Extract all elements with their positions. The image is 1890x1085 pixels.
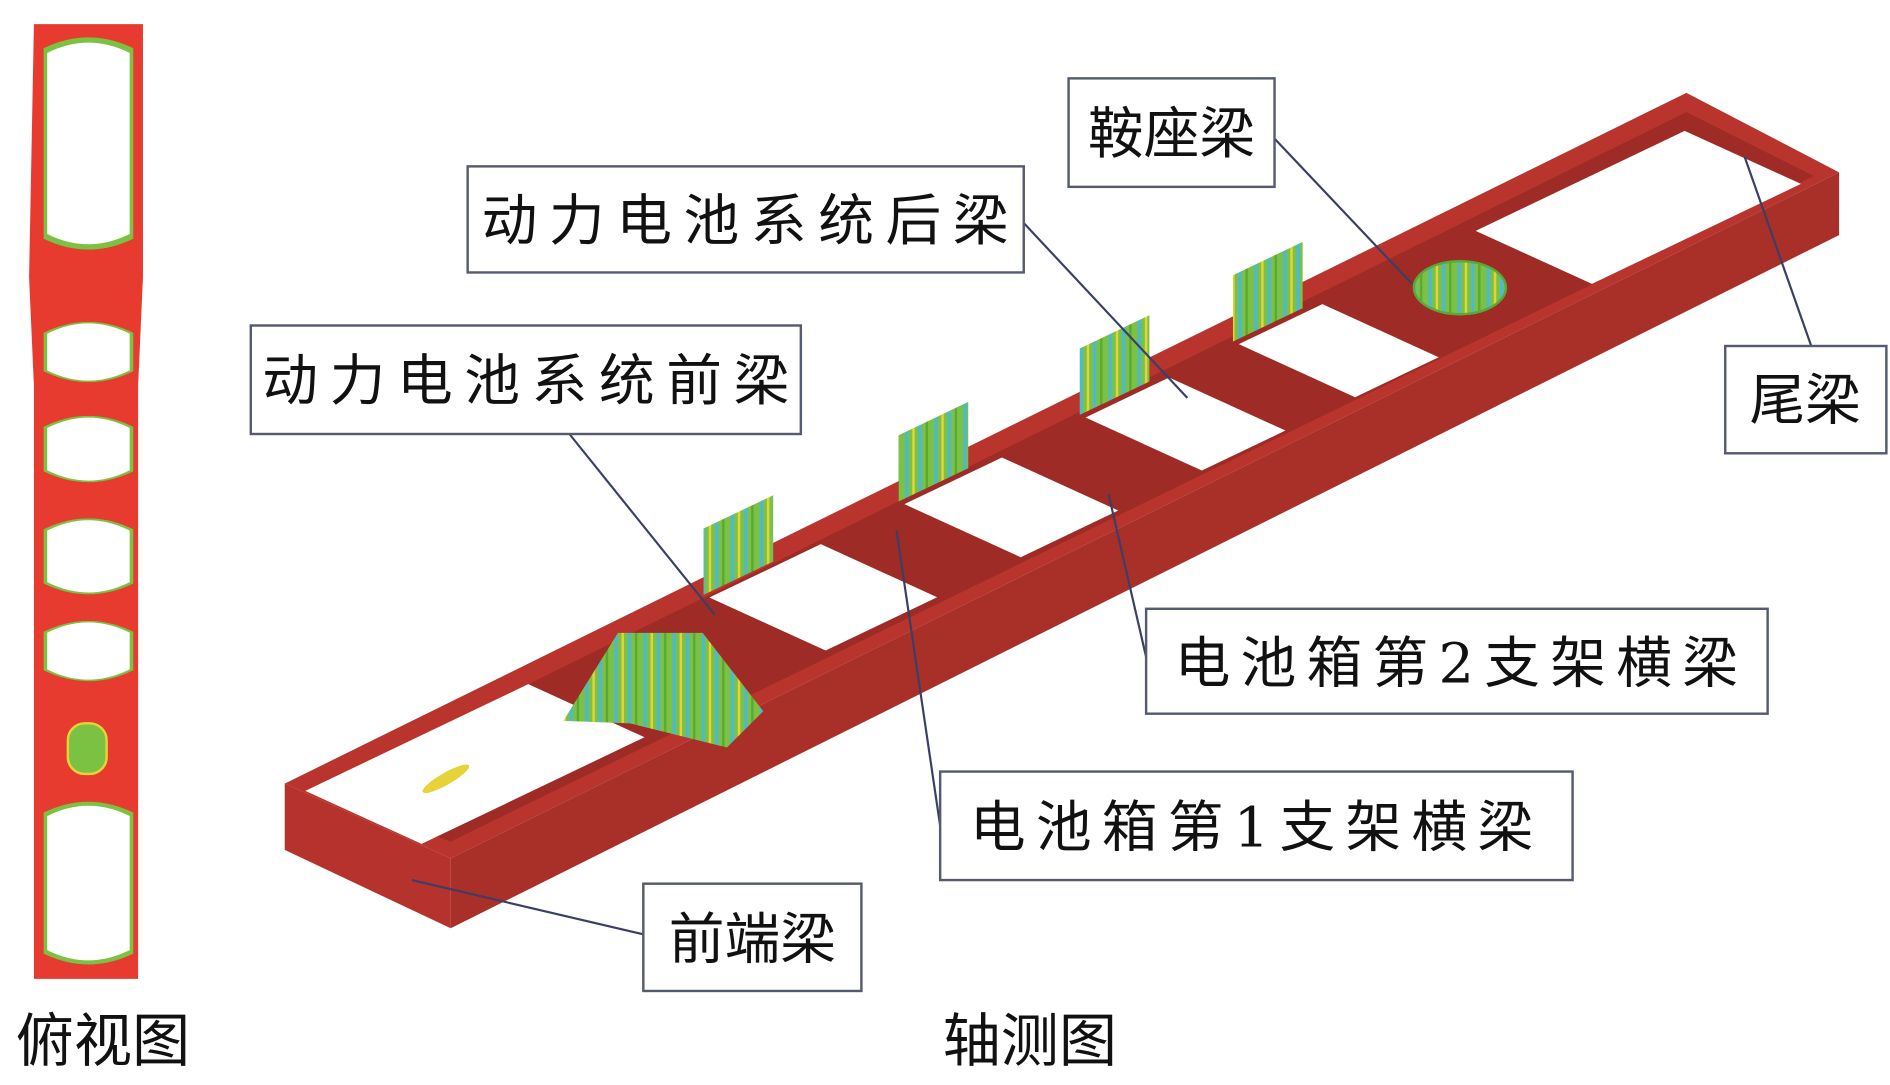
frame-side-face [450,172,1840,929]
label-battery-bracket-1: 电池箱第1支架横梁 [938,770,1574,882]
caption-top-view: 俯视图 [16,1007,190,1075]
label-text: 电池箱第2支架横梁 [1175,631,1738,696]
crossbeam-wall [703,495,774,595]
battery-front-beam-wall [563,632,764,748]
frame-front-face [284,783,451,929]
top-view-hole [47,42,130,245]
leader-bracket-1 [895,530,942,826]
frame-opening [305,684,645,844]
frame-opening [1085,377,1286,471]
top-view-holes [43,37,134,965]
label-saddle-beam: 鞍座梁 [1067,77,1276,189]
leader-front-end [411,878,644,936]
label-text: 前端梁 [669,908,836,973]
label-battery-rear-beam: 动力电池系统后梁 [466,165,1025,274]
saddle-pad [1412,259,1508,316]
leader-bracket-2 [1107,494,1148,658]
front-pad [422,764,470,794]
crossbeam-wall [898,401,969,502]
crossbeam-wall [1232,241,1303,342]
label-text: 尾梁 [1749,369,1860,434]
label-battery-front-beam: 动力电池系统前梁 [249,324,803,436]
label-text: 鞍座梁 [1088,102,1255,167]
top-view-frame [29,24,143,979]
caption-axonometric-view: 轴测图 [943,1007,1117,1075]
label-front-end-beam: 前端梁 [642,882,863,993]
top-view [29,24,143,979]
top-view-hole [47,323,130,381]
leader-tail [1743,156,1813,347]
top-view-hole [47,805,130,961]
top-view-hole [47,520,130,593]
leader-front-beam [568,433,716,616]
top-view-hole [47,622,130,680]
axonometric-view [284,92,1840,929]
frame-opening [1475,130,1801,284]
frame-opening [709,544,938,651]
leader-lines [411,137,1813,936]
frame-openings [305,130,1801,844]
top-view-hole [47,417,130,481]
label-battery-bracket-2: 电池箱第2支架横梁 [1144,607,1769,715]
top-view-saddle-pad [66,722,108,776]
leader-rear-beam [1022,222,1189,399]
label-tail-beam: 尾梁 [1724,344,1888,455]
frame-opening [904,457,1119,558]
label-text: 电池箱第1支架横梁 [970,795,1533,860]
leader-saddle [1273,137,1413,285]
frame-opening [1238,304,1439,398]
